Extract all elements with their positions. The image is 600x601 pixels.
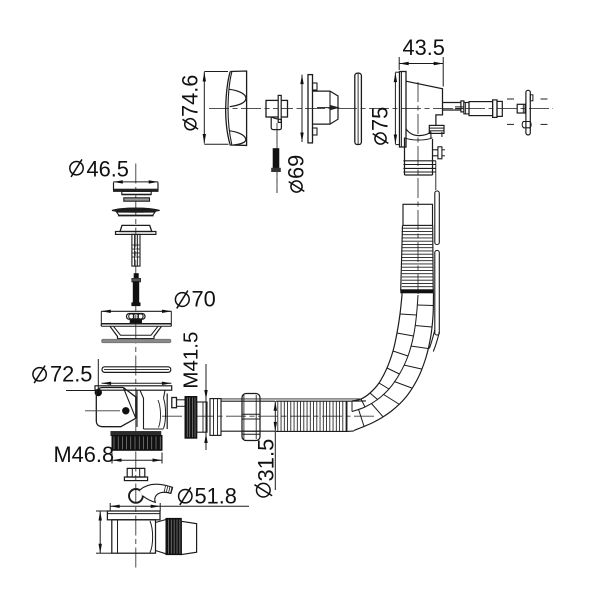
svg-text:72.5: 72.5 [50,361,92,386]
svg-text:75: 75 [368,107,393,131]
svg-text:31.5: 31.5 [254,439,279,482]
svg-text:69: 69 [284,155,309,179]
svg-text:46.5: 46.5 [87,156,129,181]
svg-text:M41.5: M41.5 [180,332,203,389]
svg-text:51.8: 51.8 [195,483,237,508]
svg-text:43.5: 43.5 [403,35,445,60]
svg-text:70: 70 [192,286,216,311]
svg-text:M46.8: M46.8 [54,442,115,467]
svg-text:74.6: 74.6 [178,75,203,117]
